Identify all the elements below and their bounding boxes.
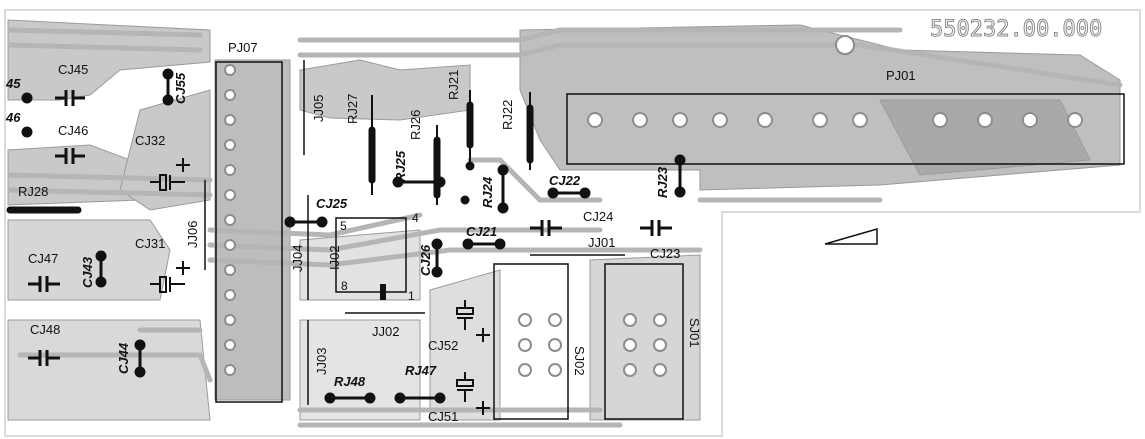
- cj48-label: CJ48: [30, 322, 60, 337]
- pin-5-label: 5: [340, 219, 347, 233]
- rj24-label: RJ24: [480, 176, 495, 208]
- pads: [224, 35, 1083, 377]
- connector-pj01-label: PJ01: [886, 68, 916, 83]
- ij02-label: IJ02: [327, 245, 342, 270]
- cj55-label: CJ55: [173, 72, 188, 104]
- connector-pj07-outline: [215, 61, 283, 403]
- jj05-label: JJ05: [311, 95, 326, 122]
- edge-label-46: 46: [5, 110, 21, 125]
- rj26-label: RJ26: [408, 110, 423, 140]
- triangle-marker: [824, 228, 878, 245]
- sj02-label: SJ02: [572, 346, 587, 376]
- connector-pj01-outline: [566, 93, 1125, 165]
- ij02-pin-marker: [380, 284, 386, 300]
- edge-label-45: 45: [5, 76, 21, 91]
- traces: [7, 27, 1123, 428]
- jj06-label: JJ06: [185, 221, 200, 248]
- connector-pj07-label: PJ07: [228, 40, 258, 55]
- cj22-label: CJ22: [549, 173, 581, 188]
- cj52-label: CJ52: [428, 338, 458, 353]
- cj24-label: CJ24: [583, 209, 613, 224]
- sj02-outline: [493, 263, 569, 420]
- rj27-label: RJ27: [345, 94, 360, 124]
- rj48-label: RJ48: [334, 374, 366, 389]
- rj22-label: RJ22: [500, 100, 515, 130]
- cj47-label: CJ47: [28, 251, 58, 266]
- cj46-label: CJ46: [58, 123, 88, 138]
- jj03-label: JJ03: [314, 348, 329, 375]
- electrolytic-capacitors: [150, 158, 490, 415]
- resistor-leads: [371, 90, 531, 205]
- rj25-label: RJ25: [393, 150, 408, 182]
- jj02-label: JJ02: [372, 324, 399, 339]
- capacitor-symbols: [28, 90, 672, 366]
- cj32-label: CJ32: [135, 133, 165, 148]
- jj01-label: JJ01: [588, 235, 615, 250]
- sj01-label: SJ01: [687, 318, 702, 348]
- dot-components: [21, 68, 686, 404]
- cj31-label: CJ31: [135, 236, 165, 251]
- cj45-label: CJ45: [58, 62, 88, 77]
- rj47-label: RJ47: [405, 363, 437, 378]
- pin-1-label: 1: [408, 289, 415, 303]
- cj21-label: CJ21: [466, 224, 497, 239]
- cj51-label: CJ51: [428, 409, 458, 424]
- rj23-label: RJ23: [655, 166, 670, 198]
- board-serial-number: 550232.00.000: [930, 17, 1102, 42]
- cj26-label: CJ26: [418, 244, 433, 276]
- sj01-outline: [604, 263, 684, 420]
- cj43-label: CJ43: [80, 256, 95, 288]
- pin-8-label: 8: [341, 279, 348, 293]
- jj04-label: JJ04: [290, 245, 305, 272]
- cj44-label: CJ44: [116, 342, 131, 374]
- cj25-label: CJ25: [316, 196, 348, 211]
- rj28-label: RJ28: [18, 184, 48, 199]
- rj21-label: RJ21: [446, 70, 461, 100]
- ij02-chip-outline: [335, 217, 407, 293]
- cj23-label: CJ23: [650, 246, 680, 261]
- pin-4-label: 4: [412, 211, 419, 225]
